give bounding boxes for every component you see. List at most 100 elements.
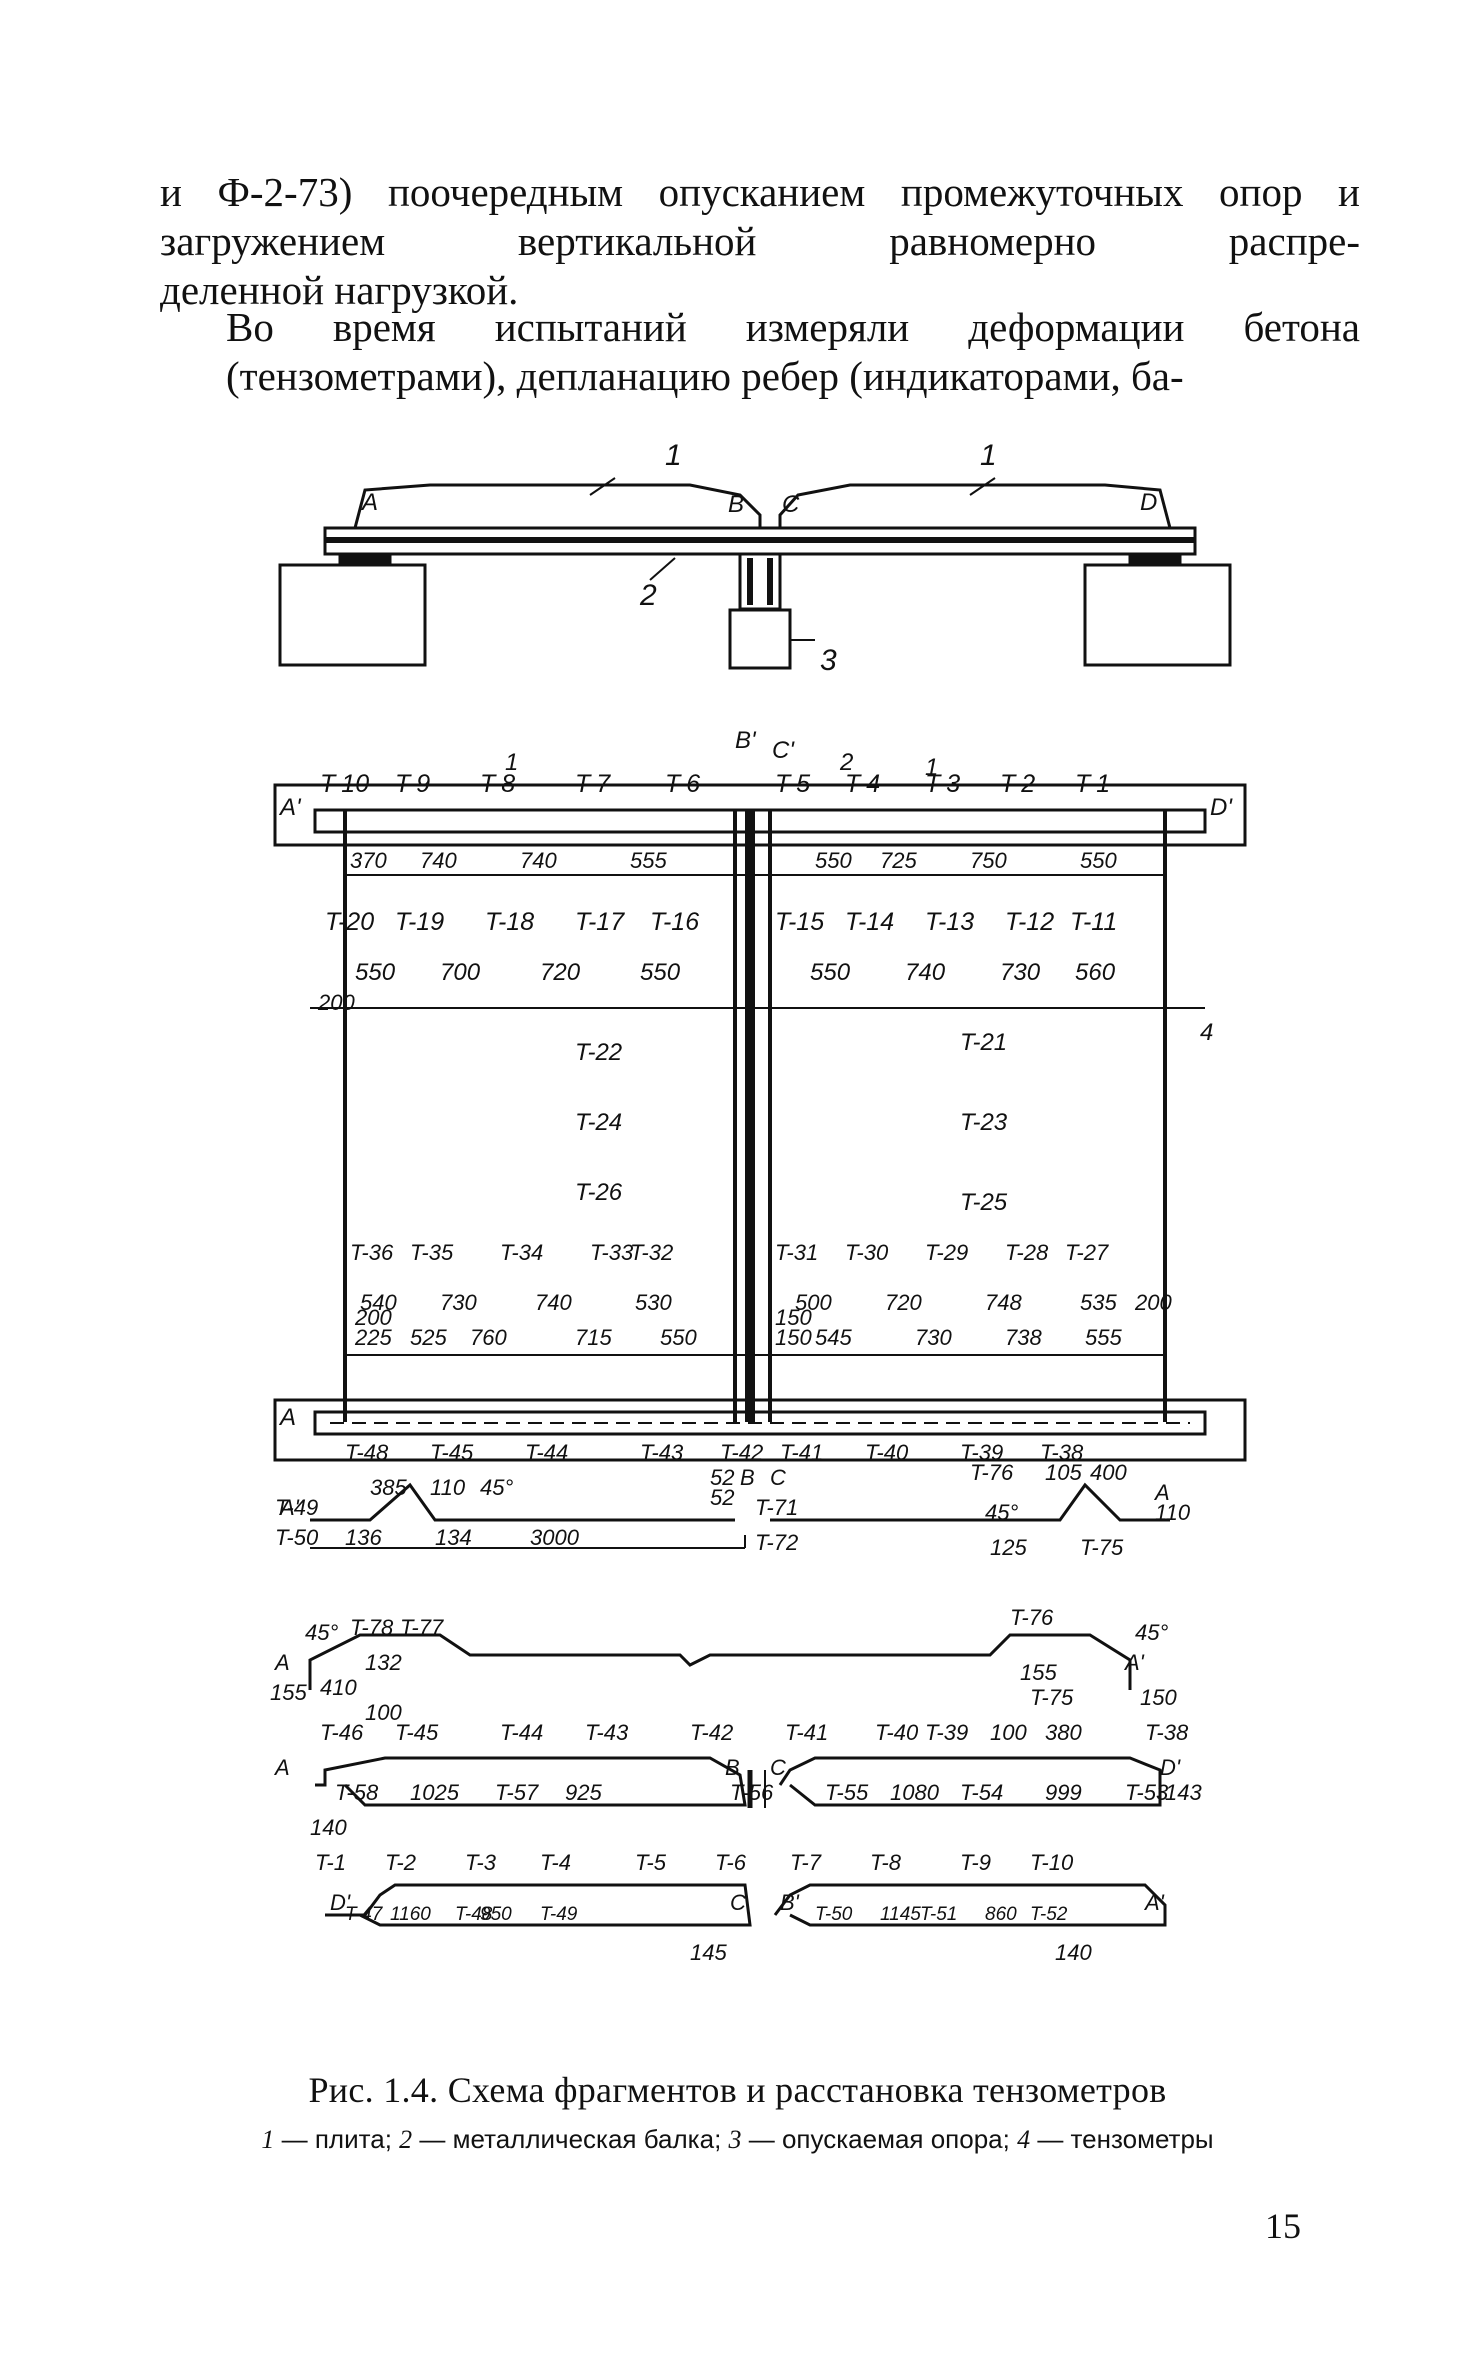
- row3-gauge-1: T-35: [410, 1240, 454, 1265]
- bottom-row-gauge-1: T-45: [430, 1440, 474, 1465]
- section-3: [325, 1883, 1167, 1927]
- row3-gauge-3: T-33: [590, 1240, 634, 1265]
- figure-legend: 1 — плита; 2 — металлическая балка; 3 — …: [0, 2124, 1475, 2155]
- section2-end-3: D': [1160, 1755, 1181, 1780]
- row3-gauge-4: T-32: [630, 1240, 673, 1265]
- bottom-row-gauge-2: T-44: [525, 1440, 568, 1465]
- plan-side-a: A: [278, 1404, 296, 1431]
- top-row-gauge-8: T-2: [1000, 770, 1035, 798]
- section3-bot-3: 950: [480, 1904, 512, 1925]
- top-dim-right-1: 725: [880, 848, 917, 873]
- figure-1-4: 1 1 2 3 A B C D A' D' B' C' 1 2 1 A 4 20…: [270, 440, 1247, 1965]
- bot-dim-left-0: 200: [354, 1305, 392, 1330]
- mid-right-0: T-21: [960, 1029, 1007, 1056]
- row2-gauge-8: T-12: [1005, 908, 1054, 936]
- row3-dim-left-1: 730: [440, 1290, 477, 1315]
- section2-bot-0: T-58: [335, 1780, 379, 1805]
- p2-line-1: Во время испытаний измеряли деформации б…: [226, 304, 1360, 350]
- row2-dim-right-3: 560: [1075, 959, 1116, 986]
- section1-12: T-75: [1030, 1685, 1074, 1710]
- section2-bot-6: 1080: [890, 1780, 940, 1805]
- elev-end-d: D: [1140, 489, 1157, 516]
- section1-2: 45°: [305, 1620, 338, 1645]
- detail-left-0: A': [278, 1495, 300, 1520]
- section2-bot-2: T-57: [495, 1780, 539, 1805]
- top-dim-right-0: 550: [815, 848, 852, 873]
- row2-dim-left-3: 550: [640, 959, 681, 986]
- detail-left-8: 3000: [530, 1525, 580, 1550]
- section2-end-1: B: [725, 1755, 740, 1780]
- section1-13: 150: [1140, 1685, 1177, 1710]
- top-dim-left-2: 740: [520, 848, 557, 873]
- plan-view: [273, 783, 1247, 1462]
- top-row-gauge-2: T-8: [480, 770, 515, 798]
- top-dim-right-2: 750: [970, 848, 1007, 873]
- section2-bot-7: T-54: [960, 1780, 1003, 1805]
- top-row-gauge-3: T-7: [575, 770, 611, 798]
- row3-gauge-2: T-34: [500, 1240, 543, 1265]
- detail-left-1: T-49: [275, 1495, 318, 1520]
- section2-top-3: T-43: [585, 1720, 629, 1745]
- bot-dim-left-4: 715: [575, 1325, 612, 1350]
- plan-edge-200: 200: [317, 990, 355, 1015]
- row2-gauge-7: T-13: [925, 908, 974, 936]
- section3-top-5: T-6: [715, 1850, 747, 1875]
- mid-left-0: T-22: [575, 1039, 622, 1066]
- section2-dim-0: 140: [310, 1815, 347, 1840]
- section3-top-1: T-2: [385, 1850, 416, 1875]
- detail-mid-0: 52: [710, 1465, 734, 1490]
- section3-top-4: T-5: [635, 1850, 667, 1875]
- detail-right-4: 45°: [985, 1500, 1018, 1525]
- top-row-gauge-1: T-9: [395, 770, 430, 798]
- row3-dim-right-0: 500: [795, 1290, 832, 1315]
- section2-bot-3: 925: [565, 1780, 602, 1805]
- section3-end-1: C: [730, 1890, 746, 1915]
- section3-bot-5: T-50: [815, 1904, 853, 1925]
- bottom-row-gauge-4: T-42: [720, 1440, 763, 1465]
- mid-right-2: T-25: [960, 1189, 1008, 1216]
- detail-right-6: 125: [990, 1535, 1027, 1560]
- row2-dim-left-0: 550: [355, 959, 396, 986]
- section3-dim-0: 145: [690, 1940, 727, 1965]
- section1-6: 132: [365, 1650, 402, 1675]
- section3-top-7: T-8: [870, 1850, 902, 1875]
- section3-end-3: A': [1143, 1890, 1165, 1915]
- section2-bot-9: T-53: [1125, 1780, 1169, 1805]
- section3-bot-0: T-47: [345, 1904, 384, 1925]
- plan-plate-1a: 1: [505, 749, 518, 776]
- row2-gauge-9: T-11: [1070, 908, 1117, 936]
- top-row-gauge-7: T-3: [925, 770, 960, 798]
- p2-line-2: (тензометрами), депланацию ребер (индика…: [226, 353, 1184, 399]
- top-row-gauge-9: T-1: [1075, 770, 1110, 798]
- section1-11: 155: [1020, 1660, 1057, 1685]
- section3-top-8: T-9: [960, 1850, 991, 1875]
- row2-dim-right-0: 550: [810, 959, 851, 986]
- section3-top-0: T-1: [315, 1850, 346, 1875]
- row3-gauge-0: T-36: [350, 1240, 394, 1265]
- elev-slab-label-2: 1: [980, 440, 997, 472]
- row3-gauge-5: T-31: [775, 1240, 818, 1265]
- bottom-row-gauge-5: T-41: [780, 1440, 823, 1465]
- detail-mid-5: T-72: [755, 1530, 798, 1555]
- section2-top-0: T-46: [320, 1720, 364, 1745]
- plan-gauge-ref: 4: [1200, 1019, 1213, 1046]
- detail-left-3: 385: [370, 1475, 407, 1500]
- legend-4: 4 — тензометры: [1017, 2124, 1214, 2154]
- detail-right-2: 400: [1090, 1460, 1127, 1485]
- plan-plate-1b: 1: [925, 754, 938, 781]
- section3-bot-9: T-52: [1030, 1904, 1068, 1925]
- bot-dim-left-3: 760: [470, 1325, 507, 1350]
- row2-dim-right-2: 730: [1000, 959, 1041, 986]
- section2-top-2: T-44: [500, 1720, 543, 1745]
- p1-line-2: опор и загружением вертикальной равномер…: [160, 169, 1360, 264]
- section2-top-8: 100: [990, 1720, 1027, 1745]
- top-dim-left-1: 740: [420, 848, 457, 873]
- section1-10: A': [1123, 1650, 1145, 1675]
- section3-top-3: T-4: [540, 1850, 571, 1875]
- bot-dim-left-5: 550: [660, 1325, 697, 1350]
- paragraph-2: Во время испытаний измеряли деформации б…: [160, 303, 1360, 401]
- detail-mid-1: B: [740, 1465, 755, 1490]
- plan-corner-d: D': [1210, 794, 1233, 821]
- bottom-row-gauge-0: T-48: [345, 1440, 389, 1465]
